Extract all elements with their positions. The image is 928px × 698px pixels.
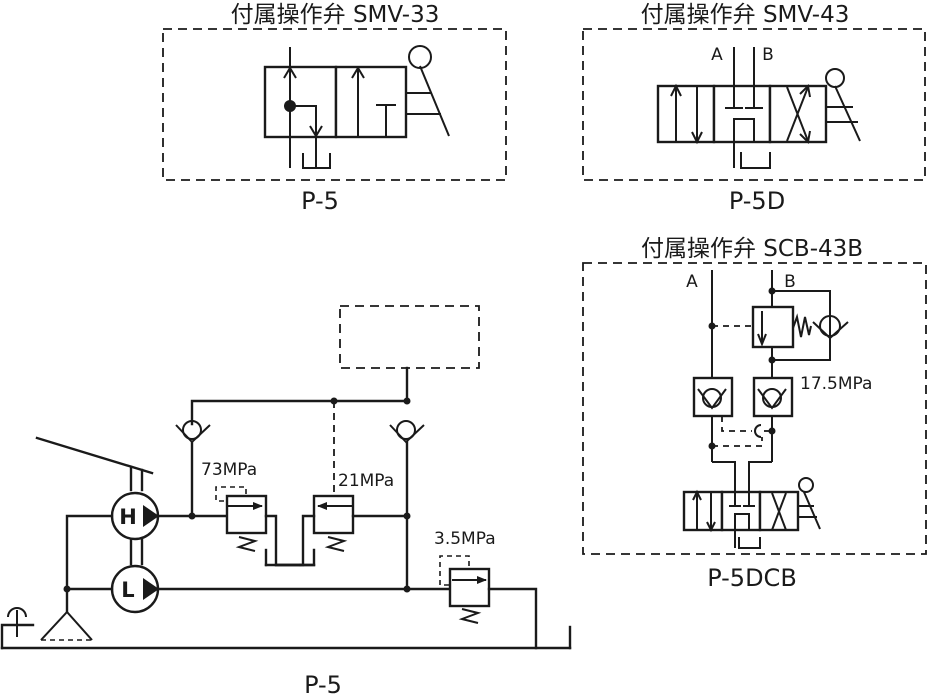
panel-scb43b: 付属操作弁 SCB-43B A B 17.5MPa (582, 236, 927, 592)
pump-high-label: H (119, 505, 137, 529)
pump-low: L (110, 564, 160, 614)
port-a-label: A (711, 45, 723, 65)
port-b-label: B (784, 272, 796, 292)
dashed-frame (582, 262, 927, 555)
valve-symbol-smv33 (263, 45, 450, 169)
pump-high: H (110, 491, 160, 541)
panel-caption: P-5D (729, 187, 785, 215)
panel-caption: P-5DCB (707, 564, 797, 592)
panel-caption: P-5 (301, 187, 339, 215)
counterbalance-circuit: 17.5MPa (682, 270, 872, 549)
pressure-label: 17.5MPa (800, 374, 872, 394)
lever-knob-icon (825, 68, 845, 88)
lever-knob-icon (798, 477, 814, 493)
panel-smv43: 付属操作弁 SMV-43 A B P-5D (582, 2, 926, 215)
relief-mid-label: 21MPa (338, 471, 394, 491)
main-caption: P-5 (304, 671, 342, 698)
panel-title: 付属操作弁 SCB-43B (641, 236, 863, 262)
panel-title: 付属操作弁 SMV-33 (231, 2, 440, 28)
port-a-label: A (686, 272, 698, 292)
lever-knob-icon (408, 45, 432, 69)
panel-title: 付属操作弁 SMV-43 (641, 2, 850, 28)
main-circuit: H L 73MPa 21MPa (0, 305, 572, 698)
port-b-label: B (762, 45, 774, 65)
check-valve-icon (182, 420, 202, 440)
dashed-frame (582, 28, 926, 181)
pump-low-label: L (121, 578, 134, 602)
panel-smv33: 付属操作弁 SMV-33 P-5 (162, 2, 507, 215)
valve-placeholder (339, 305, 480, 369)
check-valve-icon (396, 420, 416, 440)
dashed-frame (162, 28, 507, 181)
relief-low-label: 3.5MPa (434, 529, 496, 549)
valve-symbol-smv43 (656, 47, 861, 169)
relief-high-label: 73MPa (201, 460, 257, 480)
